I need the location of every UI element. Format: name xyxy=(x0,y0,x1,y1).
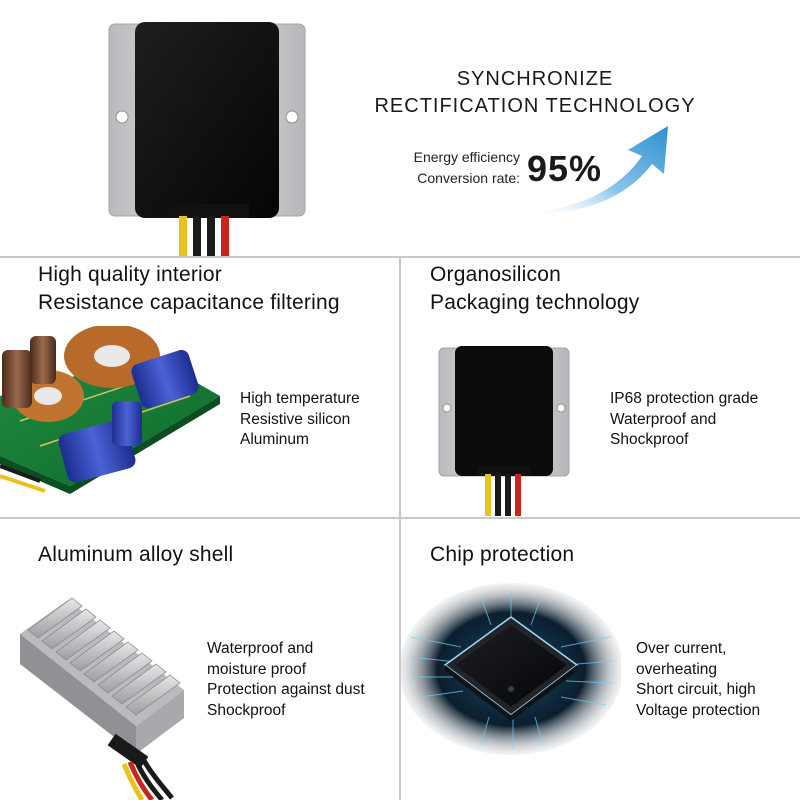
efficiency-label-line-2: Conversion rate: xyxy=(417,170,520,186)
description-line: Short circuit, high xyxy=(636,681,756,698)
heading-line-1: Aluminum alloy shell xyxy=(38,543,234,566)
efficiency-value: 95% xyxy=(527,148,603,189)
efficiency-label: Energy efficiency Conversion rate: xyxy=(380,147,520,189)
heading-line-2: Packaging technology xyxy=(430,291,640,314)
heading-line-2: Resistance capacitance filtering xyxy=(38,291,340,314)
heading-line-1: Organosilicon xyxy=(430,263,561,286)
panel-packaging: Organosilicon Packaging technology IP68 … xyxy=(401,258,800,517)
potted-module-icon xyxy=(108,22,306,258)
pcb-board-icon xyxy=(0,326,220,494)
description-line: Over current, xyxy=(636,640,727,657)
panel-description: Over current, overheating Short circuit,… xyxy=(636,639,760,721)
panel-heading: Chip protection xyxy=(430,541,574,569)
description-line: Voltage protection xyxy=(636,701,761,719)
panel-shell: Aluminum alloy shell Waterproof and moi xyxy=(0,519,399,800)
upward-arrow-icon xyxy=(524,126,668,215)
technology-title: SYNCHRONIZE RECTIFICATION TECHNOLOGY xyxy=(355,66,715,120)
vertical-divider xyxy=(399,256,401,800)
panel-interior: High quality interior Resistance capacit… xyxy=(0,258,399,517)
panel-description: High temperature Resistive silicon Alumi… xyxy=(240,389,360,451)
efficiency-label-line-1: Energy efficiency xyxy=(413,149,520,165)
description-line: moisture proof xyxy=(207,660,307,678)
panel-heading: Organosilicon Packaging technology xyxy=(430,261,639,317)
description-line: High temperature xyxy=(240,390,360,407)
heatsink-case-icon xyxy=(20,597,184,800)
panel-description: Waterproof and moisture proof Protection… xyxy=(207,639,365,721)
description-line: Resistive silicon xyxy=(240,410,351,428)
description-line: Waterproof and xyxy=(207,640,314,657)
panel-heading: High quality interior Resistance capacit… xyxy=(38,261,340,317)
description-line: Protection against dust xyxy=(207,681,365,698)
chip-icon xyxy=(401,583,621,755)
panel-chip: Chip protection Over cur xyxy=(401,519,800,800)
heading-line-1: Chip protection xyxy=(430,543,575,566)
description-line: Shockproof xyxy=(207,701,286,719)
title-line-2: RECTIFICATION TECHNOLOGY xyxy=(374,95,696,117)
description-line: Aluminum xyxy=(240,431,309,448)
heading-line-1: High quality interior xyxy=(38,263,222,286)
description-line: IP68 protection grade xyxy=(610,390,759,407)
panel-description: IP68 protection grade Waterproof and Sho… xyxy=(610,389,758,451)
title-line-1: SYNCHRONIZE xyxy=(456,68,614,90)
top-section: SYNCHRONIZE RECTIFICATION TECHNOLOGY Ene… xyxy=(0,0,800,258)
potted-module-icon xyxy=(438,346,570,516)
description-line: overheating xyxy=(636,660,718,678)
panel-heading: Aluminum alloy shell xyxy=(38,541,233,569)
description-line: Shockproof xyxy=(610,431,689,448)
description-line: Waterproof and xyxy=(610,410,717,428)
